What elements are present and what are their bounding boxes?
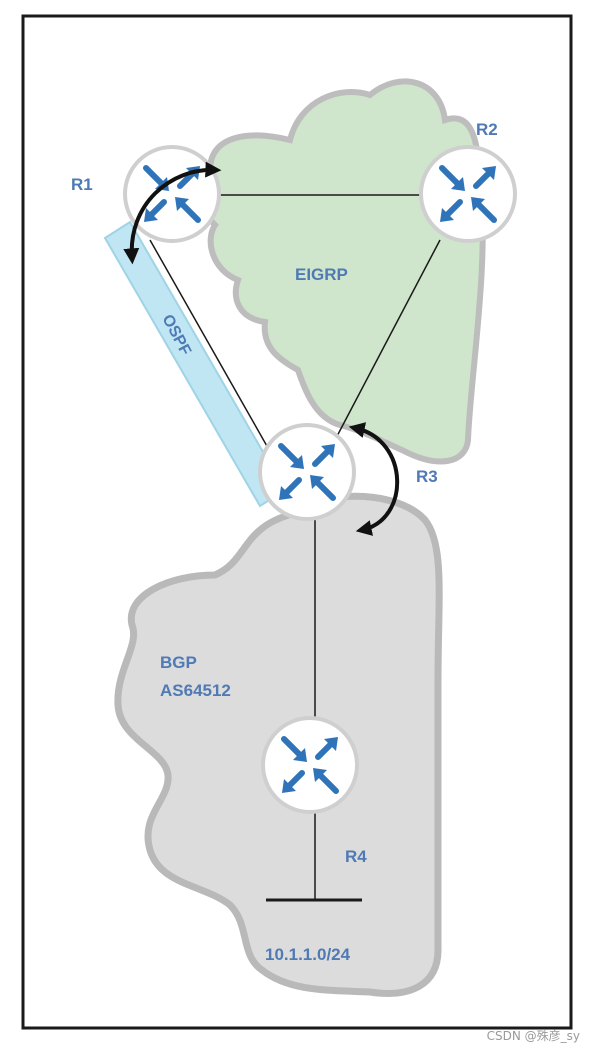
bgp-label: BGP	[160, 653, 197, 672]
router-r2[interactable]	[419, 145, 517, 243]
eigrp-label: EIGRP	[295, 265, 348, 284]
link-r2-r3	[334, 239, 441, 441]
watermark: CSDN @殊彦_sy	[486, 1029, 580, 1043]
redistribution-arrow-r3	[348, 422, 400, 536]
link-r1-r3	[149, 239, 273, 456]
router-r3[interactable]	[258, 423, 356, 521]
bgp-as-label: AS64512	[160, 681, 231, 700]
router-r3-label: R3	[416, 467, 438, 486]
router-r4[interactable]	[261, 716, 359, 814]
redistribution-arrow-r1	[123, 161, 222, 265]
network-prefix-label: 10.1.1.0/24	[265, 945, 351, 964]
router-r2-label: R2	[476, 120, 498, 139]
router-r1[interactable]	[123, 145, 221, 243]
router-r4-label: R4	[345, 847, 367, 866]
router-r1-label: R1	[71, 175, 93, 194]
eigrp-cloud	[200, 78, 486, 465]
